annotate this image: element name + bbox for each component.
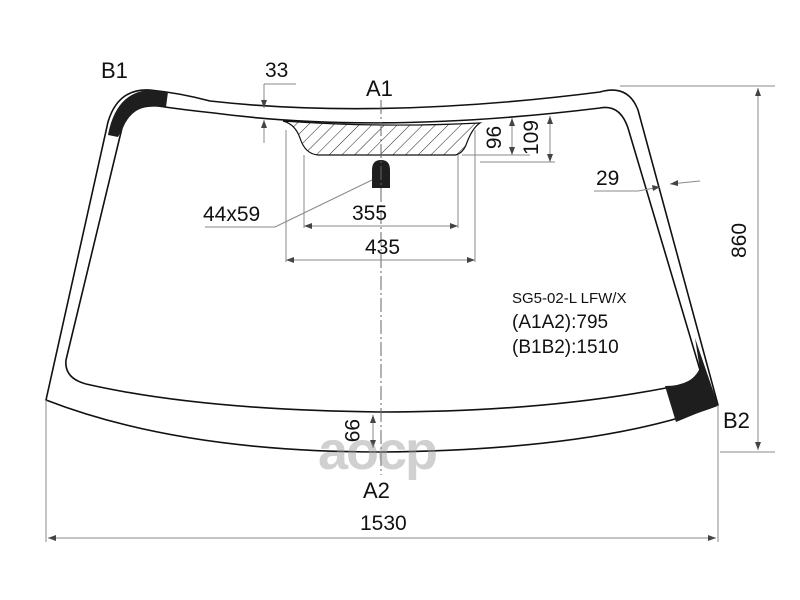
point-label-a1: A1 [366, 76, 393, 101]
dim-shade-inner-width: 355 [352, 202, 388, 225]
dim-shade-outer: 109 [520, 119, 544, 156]
point-label-a2: A2 [363, 478, 390, 503]
dim-top-band: 33 [265, 59, 289, 82]
b1-dark-frit [108, 90, 168, 137]
dim-sensor-size: 44x59 [203, 203, 261, 226]
point-label-b2: B2 [723, 408, 750, 433]
dim-side-band: 29 [596, 167, 620, 190]
part-code: SG5-02-L LFW/X [512, 290, 627, 307]
dim-shade-inner: 96 [483, 125, 507, 150]
dim-total-width: 1530 [360, 512, 407, 535]
measurement-a1a2: (A1A2):795 [512, 312, 609, 333]
dim-shade-outer-width: 435 [365, 236, 401, 259]
glass-outer-edge [45, 89, 719, 453]
point-label-b1: B1 [101, 58, 128, 83]
dim-bottom-band: 99 [340, 418, 364, 443]
watermark-logo: aocp [318, 421, 438, 481]
measurement-b1b2: (B1B2):1510 [512, 337, 619, 358]
shade-band-hatched [282, 120, 483, 156]
b2-dark-frit [665, 338, 718, 422]
dim-total-height: 860 [728, 222, 752, 259]
